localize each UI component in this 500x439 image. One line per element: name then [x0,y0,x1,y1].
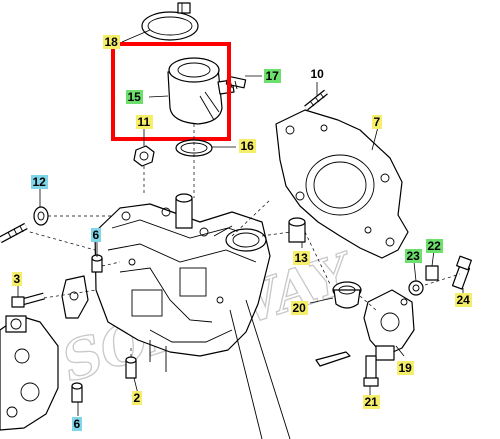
callout-highlight [264,69,281,83]
washer-part [408,280,424,296]
callout-15: 15 [126,90,143,104]
callout-label: 6 [74,417,81,431]
head-gasket-part [275,109,409,259]
thermostat-part [332,281,362,309]
bracket-part [61,275,89,319]
callout-label: 20 [293,301,307,315]
stud-part [304,89,328,111]
callout-label: 15 [128,90,142,104]
callout-label: 18 [105,35,119,49]
hose-clamp-part [141,2,199,41]
callout-11: 11 [136,115,153,129]
bolt-part [425,265,439,281]
callout-highlight [91,228,101,242]
dowel-pin-part [288,217,306,243]
callout-label: 11 [138,115,151,129]
callout-highlight [397,361,414,375]
callout-highlight [405,249,422,263]
dowel-pin-part [91,254,103,273]
callout-label: 24 [457,293,471,307]
callout-22: 22 [426,239,443,253]
temperature-sensor-part [451,255,472,290]
callout-highlight [126,90,143,104]
callout-highlight [31,175,48,189]
bolt-part [11,292,45,308]
callout-highlight [136,115,153,129]
dowel-pin-part [125,356,137,379]
callout-20: 20 [291,301,308,315]
callout-16: 16 [239,139,256,153]
callout-24: 24 [455,293,472,307]
callout-10: 10 [311,67,325,81]
strip-bracket-part [315,351,351,367]
callout-2: 2 [132,391,142,405]
callout-label: 10 [311,67,325,81]
long-bolt-part [0,222,28,244]
callout-label: 12 [33,175,47,189]
callout-label: 17 [266,69,280,83]
nut-part [133,145,155,167]
callout-label: 19 [399,361,413,375]
callout-7: 7 [372,115,382,129]
callout-highlight [132,391,142,405]
callout-label: 22 [428,239,442,253]
side-cover-part [0,315,59,431]
washer-part [33,206,49,226]
callout-19: 19 [397,361,414,375]
callout-label: 23 [407,249,421,263]
callout-highlight [293,251,310,265]
callout-3: 3 [12,272,22,286]
callout-label: 6 [93,228,100,242]
callout-label: 13 [295,251,309,265]
callout-label: 3 [14,272,21,286]
bolt-part [363,355,379,387]
thermostat-housing-part [167,57,235,125]
callout-6a: 6 [91,228,101,242]
callout-18: 18 [103,35,120,49]
callout-highlight [455,293,472,307]
callout-highlight [291,301,308,315]
highlight-box [111,42,231,141]
callout-13: 13 [293,251,310,265]
callout-labels: 17 10 18 15 11 16 7 12 6 13 22 23 3 20 24 19 2 21 6 [12,35,472,431]
callout-highlight [363,395,380,409]
dowel-pin-part [71,382,83,403]
callout-label: 7 [374,115,381,129]
callout-highlight [372,115,382,129]
callout-label: 21 [365,395,379,409]
water-joint-part [363,289,415,361]
callout-label: 2 [134,391,141,405]
callout-23: 23 [405,249,422,263]
callout-highlight [12,272,22,286]
callout-21: 21 [363,395,380,409]
callout-12: 12 [31,175,48,189]
callout-highlight [103,35,120,49]
callout-highlight [239,139,256,153]
callout-highlight [426,239,443,253]
callout-6b: 6 [72,417,82,431]
callout-label: 16 [241,139,255,153]
callout-highlight [72,417,82,431]
callout-17: 17 [264,69,281,83]
